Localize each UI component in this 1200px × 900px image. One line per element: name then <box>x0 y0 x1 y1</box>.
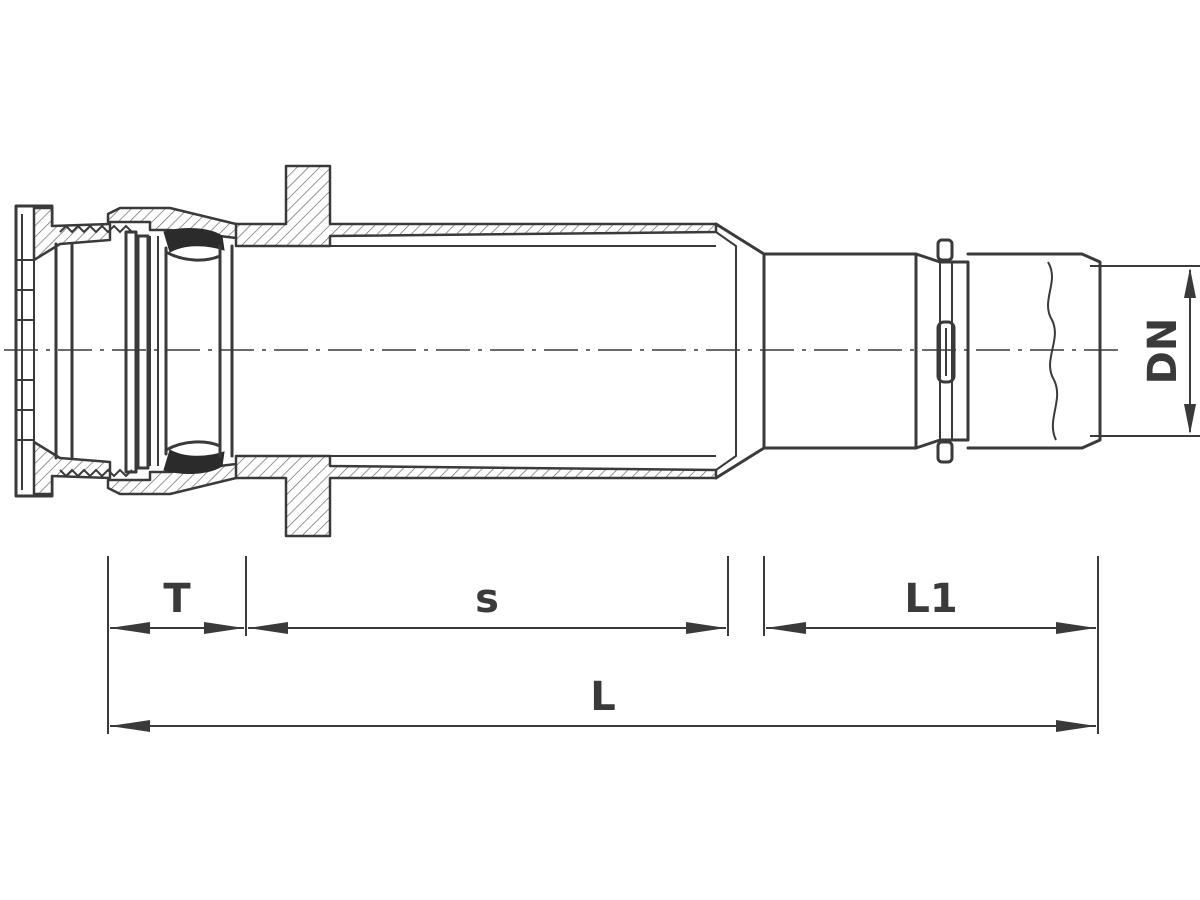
spigot-end <box>762 238 1102 464</box>
dn-label: DN <box>1140 318 1186 385</box>
clamp-rings <box>124 230 159 474</box>
s-label: s <box>475 576 499 622</box>
l-label: L <box>590 674 616 720</box>
extension-lines <box>107 556 1099 734</box>
dn-dimension: DN <box>1090 265 1200 437</box>
t-label: T <box>163 576 191 622</box>
s-dimension: s <box>248 576 726 634</box>
l1-label: L1 <box>904 576 957 622</box>
l-dimension: L <box>110 674 1096 732</box>
o-ring-seal <box>163 228 225 474</box>
union-nut <box>14 204 112 498</box>
t-dimension: T <box>110 576 244 634</box>
l1-dimension: L1 <box>766 576 1096 634</box>
main-pipe-body <box>230 164 766 538</box>
